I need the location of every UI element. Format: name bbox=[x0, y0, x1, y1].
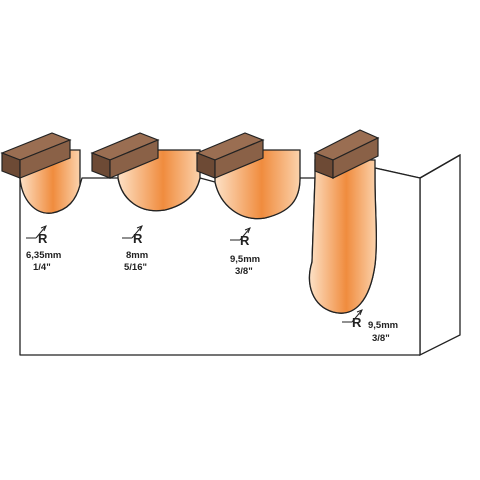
radius-imperial-1: 1/4" bbox=[33, 262, 51, 273]
radius-imperial-3: 3/8" bbox=[235, 266, 253, 277]
wood-block-1 bbox=[0, 132, 72, 179]
board-top-edge-right bbox=[419, 154, 461, 179]
radius-imperial-2: 5/16" bbox=[124, 262, 147, 273]
radius-metric-2: 8mm bbox=[126, 250, 148, 261]
radius-metric-4: 9,5mm bbox=[368, 320, 398, 331]
cut-profile-4 bbox=[308, 159, 377, 314]
wood-block-2 bbox=[90, 132, 160, 179]
radius-leader-4 bbox=[342, 309, 363, 323]
radius-symbol-4: R bbox=[352, 315, 362, 330]
radius-symbol-2: R bbox=[133, 231, 143, 246]
board-side-face bbox=[419, 153, 461, 357]
radius-leader-1 bbox=[26, 225, 47, 239]
radius-leader-3 bbox=[230, 227, 251, 241]
radius-metric-3: 9,5mm bbox=[230, 254, 260, 265]
radius-symbol-1: R bbox=[38, 231, 48, 246]
radius-leader-2 bbox=[122, 225, 143, 239]
radius-imperial-4: 3/8" bbox=[372, 333, 390, 344]
wood-block-4 bbox=[313, 129, 380, 179]
wood-block-3 bbox=[195, 132, 265, 179]
radius-symbol-3: R bbox=[240, 233, 250, 248]
radius-metric-1: 6,35mm bbox=[26, 250, 61, 261]
